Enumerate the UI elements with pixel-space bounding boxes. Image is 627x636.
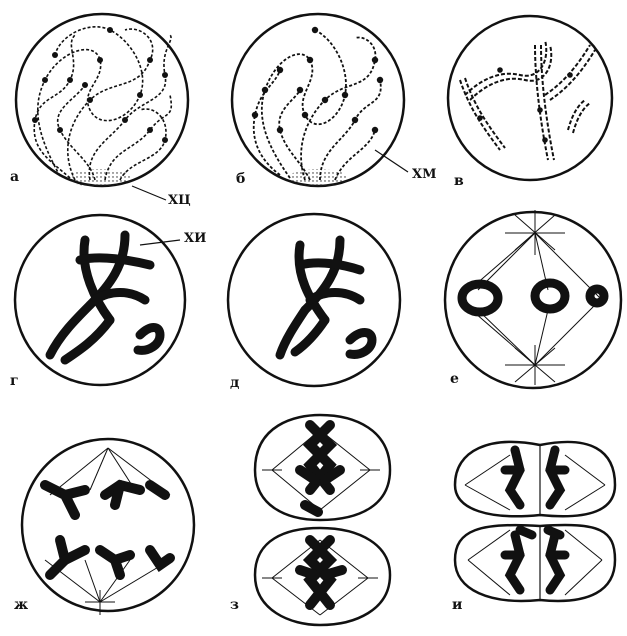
chromomeres-v <box>477 67 573 143</box>
bivalents-g <box>50 235 160 360</box>
callout-chromomere: ХМ <box>412 168 436 181</box>
callout-chromatid: ХИ <box>184 232 206 245</box>
panel-zh-cell <box>22 439 194 615</box>
panel-label-i: и <box>452 598 462 612</box>
panel-label-zh: ж <box>14 598 28 612</box>
panel-d-cell <box>228 214 400 386</box>
panel-a-cell <box>16 14 188 187</box>
chromosomes-zh <box>45 485 170 575</box>
panel-label-g: г <box>10 374 19 388</box>
panel-g-cell <box>15 215 185 385</box>
panel-e-cell <box>445 210 621 388</box>
bivalents-d <box>280 240 372 355</box>
panel-label-a: а <box>10 170 19 184</box>
chromosomes-z <box>300 425 342 605</box>
panel-label-d: д <box>230 376 239 390</box>
chromosomes-i <box>505 450 565 590</box>
panel-label-b: б <box>236 172 245 186</box>
panel-label-v: в <box>454 174 464 188</box>
panel-v-cell <box>448 16 612 180</box>
bivalent-rings-e <box>462 283 604 312</box>
chromomeres-a <box>32 27 168 143</box>
spindle-fibers-e <box>460 233 600 365</box>
panel-label-e: е <box>450 372 459 386</box>
chromosome-threads-a <box>34 27 171 180</box>
chromosome-pairs-v <box>460 40 595 160</box>
panel-i-cell <box>455 442 615 601</box>
centrosome-zone-b <box>288 169 348 187</box>
panel-z-cell <box>255 415 390 625</box>
spindle-fibers-zh <box>45 448 170 615</box>
centrosome-zone-a <box>68 169 132 187</box>
panel-b-cell <box>232 14 408 187</box>
chromosome-threads-b <box>254 30 381 180</box>
callout-centriole-zone: ХЦ <box>168 194 191 207</box>
panel-label-z: з <box>230 598 239 612</box>
